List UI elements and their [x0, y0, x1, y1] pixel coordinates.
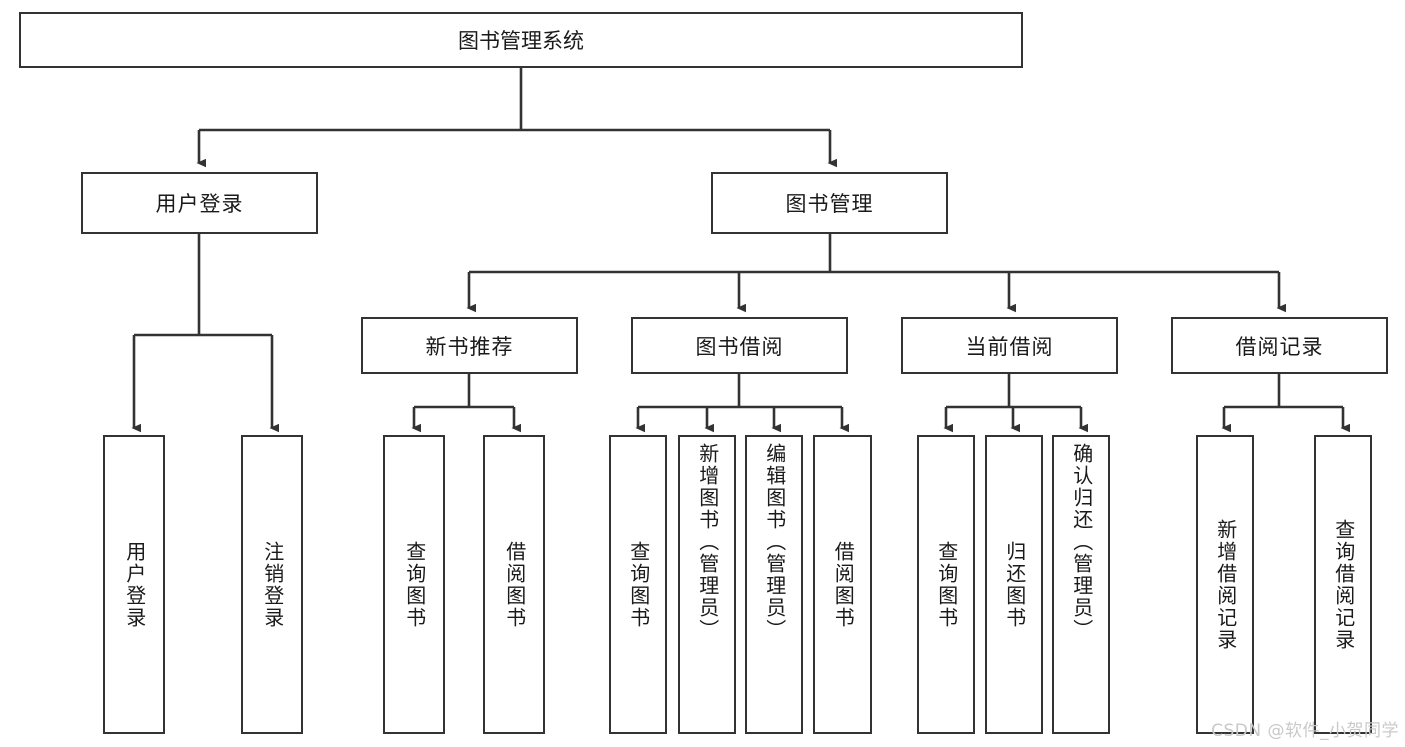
leaf-label: 归还图书 [1002, 540, 1027, 629]
leaf-label: 编辑图书（管理员） [762, 443, 787, 641]
leaf-record-query-record[interactable]: 查询借阅记录 [1314, 435, 1372, 734]
leaf-label: 确认归还（管理员） [1069, 443, 1094, 641]
leaf-recommend-query-book[interactable]: 查询图书 [383, 435, 445, 734]
node-label: 图书管理系统 [458, 29, 584, 53]
leaf-record-add-record[interactable]: 新增借阅记录 [1196, 435, 1254, 734]
leaf-label: 查询图书 [626, 540, 651, 629]
leaf-label: 查询借阅记录 [1331, 518, 1356, 651]
leaf-label: 查询图书 [934, 540, 959, 629]
leaf-user-login-logout[interactable]: 注销登录 [241, 435, 303, 734]
node-label: 新书推荐 [425, 334, 514, 359]
node-label: 借阅记录 [1235, 334, 1324, 359]
node-new-book-recommend[interactable]: 新书推荐 [361, 317, 578, 374]
node-label: 图书借阅 [695, 334, 784, 359]
node-user-login[interactable]: 用户登录 [81, 172, 318, 234]
node-label: 用户登录 [155, 192, 244, 216]
node-book-management[interactable]: 图书管理 [711, 172, 948, 234]
node-root-system[interactable]: 图书管理系统 [19, 12, 1023, 68]
leaf-label: 用户登录 [122, 540, 147, 629]
leaf-borrow-query-book[interactable]: 查询图书 [609, 435, 667, 734]
leaf-current-return-book[interactable]: 归还图书 [985, 435, 1043, 734]
leaf-borrow-add-book-admin[interactable]: 新增图书（管理员） [678, 435, 736, 734]
leaf-borrow-borrow-book[interactable]: 借阅图书 [813, 435, 872, 734]
node-borrow-record[interactable]: 借阅记录 [1171, 317, 1388, 374]
leaf-label: 新增借阅记录 [1213, 518, 1238, 651]
node-label: 图书管理 [785, 192, 874, 216]
leaf-recommend-borrow-book[interactable]: 借阅图书 [483, 435, 545, 734]
node-current-borrow[interactable]: 当前借阅 [901, 317, 1118, 374]
leaf-label: 借阅图书 [831, 540, 856, 629]
leaf-borrow-edit-book-admin[interactable]: 编辑图书（管理员） [745, 435, 803, 734]
node-book-borrow[interactable]: 图书借阅 [631, 317, 848, 374]
leaf-label: 新增图书（管理员） [695, 443, 720, 641]
leaf-label: 查询图书 [402, 540, 427, 629]
leaf-user-login-login[interactable]: 用户登录 [103, 435, 165, 734]
watermark-text: CSDN @软件_小贺同学 [1211, 721, 1399, 741]
leaf-label: 注销登录 [260, 540, 285, 629]
node-label: 当前借阅 [965, 334, 1054, 359]
leaf-label: 借阅图书 [502, 540, 527, 629]
leaf-current-query-book[interactable]: 查询图书 [917, 435, 975, 734]
leaf-current-confirm-return-admin[interactable]: 确认归还（管理员） [1052, 435, 1110, 734]
